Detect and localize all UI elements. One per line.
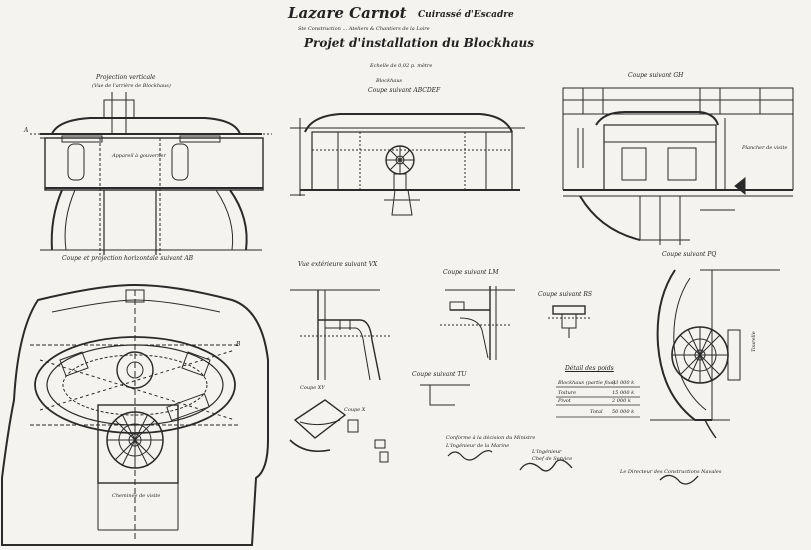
view-vx	[290, 289, 392, 381]
view-section-plan-ab	[1, 283, 269, 546]
view-section-rs	[548, 305, 590, 338]
label-section-tu: Coupe suivant TU	[412, 371, 467, 378]
signature-engineer: L'Ingénieur	[532, 449, 562, 455]
scale-note: Echelle de 0,02 p. mètre	[370, 63, 433, 69]
weight-row-value: 50 000 k	[612, 409, 635, 415]
label-view-vx: Vue extérieure suivant VX	[298, 261, 378, 268]
signature-conforme-sub: L'Ingénieur de la Marine	[446, 443, 510, 449]
weight-row-label: Toiture	[558, 390, 577, 396]
label-section-plan-ab: Coupe et projection horizontale suivant …	[62, 255, 194, 262]
sheet-note: Blockhaus	[376, 78, 403, 84]
view-section-gh	[562, 87, 794, 245]
label-vertical-projection: Projection verticale	[96, 74, 156, 81]
view-section-abcdef	[290, 113, 525, 216]
project-title: Projet d'installation du Blockhaus	[304, 36, 534, 50]
signature-director: Le Directeur des Constructions Navales	[620, 469, 722, 475]
weights-title: Détail des poids	[565, 365, 614, 372]
subtitle-small: Ste Construction ... Ateliers & Chantier…	[298, 26, 430, 32]
annotation-pq: Tourelle	[751, 331, 757, 352]
title: Lazare Carnot	[288, 4, 407, 22]
label-section-lm: Coupe suivant LM	[443, 269, 499, 276]
view-vertical-projection	[30, 92, 272, 255]
annotation-chimney: Cheminée de visite	[112, 493, 161, 499]
weight-row-label: Blockhaus (partie fixe)	[558, 380, 616, 386]
label-section-abcdef: Coupe suivant ABCDEF	[368, 87, 441, 94]
weight-row-value: 15 000 k	[612, 390, 635, 396]
annotation-gh: Plancher de visite	[742, 145, 788, 151]
label-section-gh: Coupe suivant GH	[628, 72, 684, 79]
weight-row-label: Pivot	[558, 398, 571, 404]
annotation-wheel: Appareil à gouverner	[112, 153, 166, 159]
view-section-pq	[650, 269, 780, 439]
marker-b: B	[236, 341, 241, 348]
label-section-pq: Coupe suivant PQ	[662, 251, 717, 258]
weight-row-label: Total	[590, 409, 603, 415]
view-section-lm	[440, 286, 515, 360]
marker-a: A	[24, 127, 29, 134]
label-section-x: Coupe X	[344, 407, 366, 413]
label-section-rs: Coupe suivant RS	[538, 291, 593, 298]
weights-table-lines	[556, 386, 640, 418]
label-vertical-projection-sub: (Vue de l'arrière de Blockhaus)	[92, 83, 171, 89]
signature-conforme: Conforme à la décision du Ministre	[446, 435, 536, 441]
signatures-marks	[447, 450, 699, 485]
weight-row-value: 2 000 k	[612, 398, 631, 404]
signature-engineer-sub: Chef de Service	[532, 456, 573, 462]
label-section-xy: Coupe XY	[300, 385, 325, 391]
detail-parts	[289, 384, 470, 463]
title-suffix: Cuirassé d'Escadre	[418, 10, 514, 20]
weight-row-value: 33 000 k	[612, 380, 635, 386]
